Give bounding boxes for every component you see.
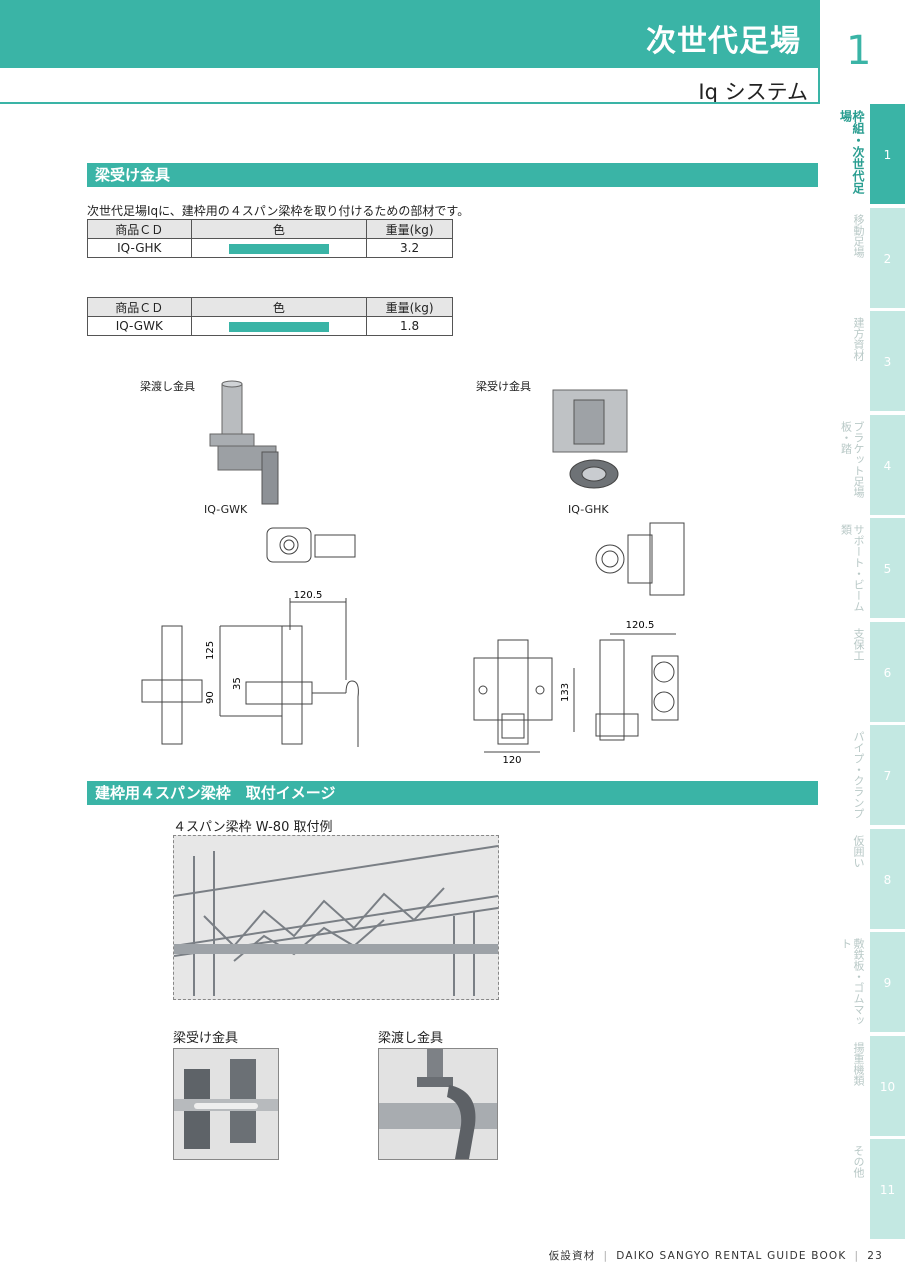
tab-number: 6 (883, 665, 892, 680)
dim-height-ghk: 133 (560, 683, 571, 702)
footer-separator: | (603, 1250, 609, 1262)
tab-number: 10 (879, 1079, 896, 1094)
beam-transfer-closeup (378, 1048, 498, 1160)
photo-caption-right: 梁渡し金具 (378, 1031, 444, 1046)
tab-number: 2 (883, 251, 892, 266)
tab-chapter-6[interactable]: 支保工 6 (852, 621, 905, 722)
section-heading-beam-bracket: 梁受け金具 (87, 163, 818, 187)
table-row: IQ-GHK 3.2 (87, 238, 453, 258)
tab-label: 移動足場 (852, 213, 865, 258)
tab-label: その他 (852, 1145, 865, 1178)
color-swatch (228, 321, 329, 332)
figure-caption-beam-transfer: 梁渡し金具 (140, 380, 195, 393)
tab-label: ブラケット足場板・踏 (839, 420, 866, 498)
page-subtitle: Iq システム (698, 80, 808, 104)
tab-label: 仮囲い (852, 834, 865, 868)
spec-table-ghk: 商品ＣＤ 色 重量(kg) IQ-GHK 3.2 (87, 219, 453, 258)
footer-book-title: DAIKO SANGYO RENTAL GUIDE BOOK (616, 1250, 847, 1262)
tab-number: 8 (883, 872, 892, 887)
tab-label: 敷鉄板・ゴムマット (839, 938, 866, 1026)
col-header-color: 色 (190, 297, 368, 317)
tab-chapter-3[interactable]: 建方資材 3 (852, 311, 905, 411)
tab-chapter-4[interactable]: ブラケット足場板・踏 4 (840, 414, 905, 515)
tab-chapter-2[interactable]: 移動足場 2 (852, 207, 905, 308)
page-number: 23 (867, 1250, 883, 1262)
tab-number: 3 (883, 355, 892, 369)
color-swatch (228, 243, 329, 254)
tab-chapter-1[interactable]: 枠組・次世代足場 1 (839, 104, 905, 204)
dim-width1-ghk: 120.5 (626, 620, 655, 631)
chapter-index-tabs: 枠組・次世代足場 1 移動足場 2 建方資材 3 ブラケット足場板・踏 4 サポート・ビ… (839, 104, 905, 1243)
tab-chapter-10[interactable]: 揚重機類 10 (852, 1035, 905, 1136)
section-heading-installation: 建枠用４スパン梁枠 取付イメージ (87, 781, 818, 805)
dim-width2-ghk: 120 (502, 755, 521, 766)
tab-number: 11 (879, 1183, 896, 1197)
tab-number: 9 (883, 976, 892, 990)
tab-label: 枠組・次世代足場 (838, 110, 866, 194)
dim-h1-gwk: 125 (205, 641, 216, 660)
table-row: IQ-GWK 1.8 (87, 316, 453, 336)
tab-label: サポート・ビーム類 (839, 524, 866, 612)
tab-number: 1 (883, 148, 892, 162)
dim-h2-gwk: 90 (205, 691, 216, 704)
gwk-elevation-drawing (141, 598, 359, 747)
tab-chapter-11[interactable]: その他 11 (852, 1139, 905, 1239)
page-footer: 仮設資材 | DAIKO SANGYO RENTAL GUIDE BOOK | 23 (549, 1248, 883, 1263)
figure-code-ghk: IQ-GHK (568, 503, 609, 516)
ghk-side-drawing (573, 633, 679, 741)
beam-receiver-closeup (173, 1048, 279, 1160)
footer-separator: | (854, 1250, 860, 1262)
tab-number: 7 (883, 769, 892, 783)
color-cell (190, 316, 368, 336)
tab-label: 建方資材 (852, 317, 865, 361)
spec-table-gwk: 商品ＣＤ 色 重量(kg) IQ-GWK 1.8 (87, 297, 453, 336)
product-code: IQ-GHK (87, 238, 192, 258)
col-header-weight: 重量(kg) (366, 297, 453, 317)
header-divider-horizontal (0, 102, 820, 104)
gwk-top-view (266, 527, 356, 563)
example-title: ４スパン梁枠 W-80 取付例 (173, 820, 333, 835)
tab-number: 5 (883, 562, 892, 576)
weight-value: 1.8 (366, 316, 453, 336)
header-divider-vertical (818, 0, 820, 104)
tab-chapter-7[interactable]: パイプ・クランプ 7 (852, 725, 905, 825)
dim-h3-gwk: 35 (232, 677, 243, 690)
ghk-top-view (595, 522, 685, 596)
dim-width-gwk: 120.5 (294, 590, 323, 601)
chapter-number: 1 (846, 28, 872, 74)
tab-chapter-8[interactable]: 仮囲い 8 (852, 828, 905, 929)
figure-code-gwk: IQ-GWK (204, 503, 248, 516)
photo-caption-left: 梁受け金具 (173, 1031, 239, 1046)
installation-photo (173, 835, 499, 1000)
tab-label: パイプ・クランプ (852, 731, 865, 819)
col-header-code: 商品ＣＤ (87, 297, 192, 317)
tab-label: 支保工 (852, 627, 865, 661)
product-code: IQ-GWK (87, 316, 192, 336)
col-header-weight: 重量(kg) (366, 219, 453, 239)
section-intro: 次世代足場Iqに、建枠用の４スパン梁枠を取り付けるための部材です。 (87, 204, 470, 218)
gwk-product-image (209, 380, 279, 505)
tab-number: 4 (883, 458, 892, 473)
technical-drawings: 120.5 125 90 35 120 120.5 133 (141, 380, 685, 766)
tab-label: 揚重機類 (852, 1041, 865, 1086)
ghk-product-image (552, 389, 628, 489)
page-title: 次世代足場 (646, 24, 801, 59)
tab-chapter-9[interactable]: 敷鉄板・ゴムマット 9 (840, 932, 905, 1032)
col-header-color: 色 (190, 219, 368, 239)
footer-category: 仮設資材 (548, 1250, 596, 1262)
tab-chapter-5[interactable]: サポート・ビーム類 5 (840, 518, 905, 618)
weight-value: 3.2 (366, 238, 453, 258)
ghk-front-drawing (473, 639, 553, 753)
header-band (0, 0, 818, 68)
figure-caption-beam-receiver: 梁受け金具 (476, 380, 531, 393)
